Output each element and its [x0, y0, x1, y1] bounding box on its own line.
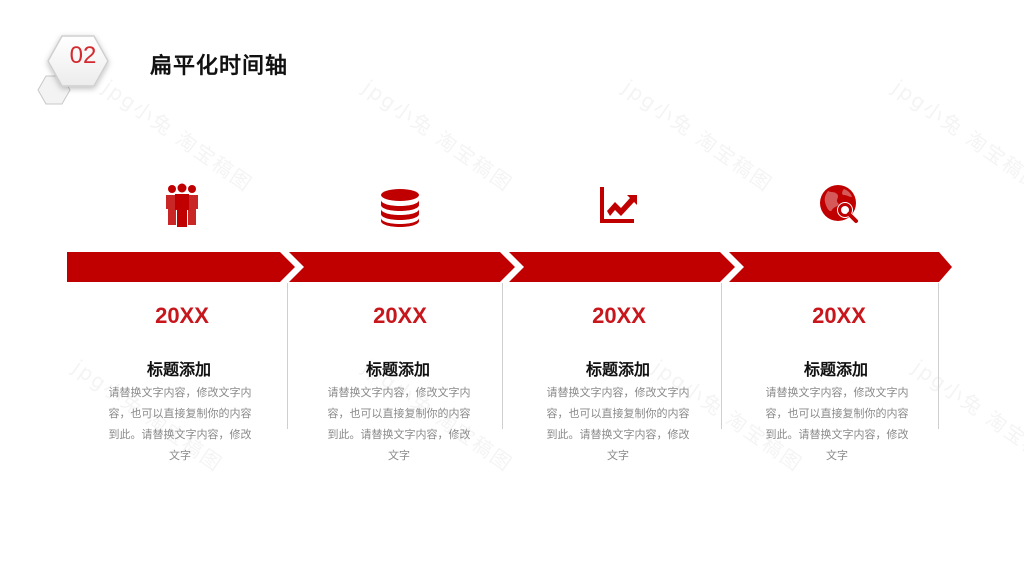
- timeline-arrow-band: [67, 252, 952, 282]
- globe-search-icon: [818, 183, 858, 227]
- watermark: jpg小兔 淘宝稿图: [888, 75, 1024, 197]
- timeline-year: 20XX: [155, 303, 209, 328]
- section-number-badge: 02: [36, 28, 126, 108]
- section-number: 02: [69, 42, 97, 69]
- timeline-item-title: 标题添加: [585, 360, 650, 379]
- timeline-item-description: 请替换文字内容，修改文字内容，也可以直接复制你的内容到此。请替换文字内容，修改文…: [327, 386, 471, 462]
- database-coins-icon: [379, 183, 419, 227]
- timeline-year: 20XX: [592, 303, 646, 328]
- timeline-divider: [938, 283, 939, 429]
- timeline-divider: [287, 283, 288, 429]
- trend-chart-icon: [598, 183, 638, 227]
- hexagon-icon: [37, 35, 109, 105]
- timeline-divider: [502, 283, 503, 429]
- timeline-divider: [721, 283, 722, 429]
- timeline-year: 20XX: [373, 303, 427, 328]
- watermark: jpg小兔 淘宝稿图: [358, 75, 518, 197]
- timeline-item-title: 标题添加: [803, 360, 868, 379]
- watermark: jpg小兔 淘宝稿图: [618, 75, 778, 197]
- timeline-item-description: 请替换文字内容，修改文字内容，也可以直接复制你的内容到此。请替换文字内容，修改文…: [765, 386, 909, 462]
- timeline-year: 20XX: [812, 303, 866, 328]
- timeline-item-description: 请替换文字内容，修改文字内容，也可以直接复制你的内容到此。请替换文字内容，修改文…: [546, 386, 690, 462]
- page-title: 扁平化时间轴: [150, 54, 289, 79]
- people-group-icon: [162, 183, 202, 227]
- timeline-item-description: 请替换文字内容，修改文字内容，也可以直接复制你的内容到此。请替换文字内容，修改文…: [108, 386, 252, 462]
- timeline-item-title: 标题添加: [146, 360, 211, 379]
- timeline-item-title: 标题添加: [365, 360, 430, 379]
